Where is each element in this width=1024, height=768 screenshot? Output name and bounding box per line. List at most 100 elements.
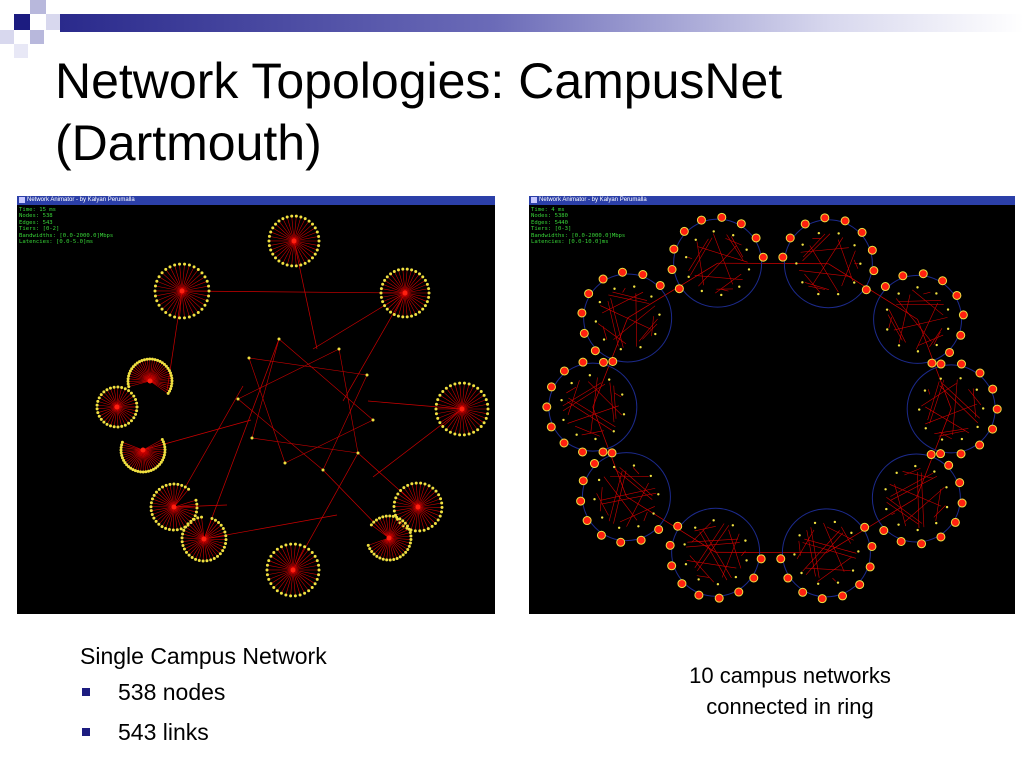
campus-link [599,487,603,512]
host-node [209,558,213,562]
bullet-nodes: 538 nodes [80,672,327,712]
campus-cluster [776,508,877,604]
host-node [372,520,376,524]
host-node [395,556,399,560]
core-link [278,338,374,421]
host-node [798,534,801,537]
campus-link [568,397,616,428]
cluster-link [285,569,294,596]
host-node [96,399,100,403]
cluster-link [404,292,412,317]
cluster-link [128,380,151,387]
core-link [237,348,340,400]
host-node [269,554,273,558]
host-node [150,513,154,517]
router-node [677,579,687,589]
campus-link [799,270,852,277]
campus-link [596,493,609,516]
host-node [123,461,127,465]
core-router-node [250,436,254,440]
host-node [313,554,317,558]
window-titlebar[interactable]: Network Animator - by Kalyan Perumalla [17,196,495,205]
core-link [251,437,359,454]
router-node [576,496,586,506]
core-router-node [337,347,341,351]
host-node [108,386,112,390]
campus-link [812,237,844,285]
cluster-link [128,378,151,382]
stat-edges: Edges: 5440 [531,219,569,226]
campus-link [920,472,925,528]
host-node [405,267,409,271]
host-node [408,541,412,545]
router-node [578,447,588,457]
host-node [413,529,417,533]
host-node [414,312,418,316]
cluster-link [292,544,301,571]
cluster-link [459,408,463,435]
cluster-link [404,292,420,313]
host-node [294,264,298,268]
window-titlebar[interactable]: Network Animator - by Kalyan Perumalla [529,196,1015,205]
host-node [747,268,751,271]
cluster-link [165,290,183,313]
host-node [712,519,715,522]
cluster-link [293,218,306,242]
router-node [665,540,675,550]
host-node [120,453,124,457]
host-node [269,230,273,234]
campus-link [642,323,658,340]
host-node [935,343,938,347]
cluster-link [142,439,163,451]
core-router-node [247,356,251,360]
host-node [298,593,302,597]
cluster-link [381,288,406,294]
host-node [216,554,220,558]
cluster-link [169,506,175,530]
campus-link [608,470,623,522]
campus-link [915,302,939,350]
cluster-link [181,272,203,292]
host-node [467,432,471,436]
cluster-link [292,549,309,571]
host-node [168,482,172,486]
caption-line: 10 campus networks [689,663,891,688]
cluster-link [129,373,151,382]
host-node [313,226,317,230]
host-node [379,287,383,291]
router-node [861,285,871,295]
host-node [303,545,307,549]
host-node [401,524,405,528]
host-node [886,328,889,331]
cluster-link [292,544,296,571]
host-node [155,279,159,283]
cluster-link [390,292,406,313]
host-node [164,483,168,487]
host-node [423,482,427,486]
cluster-link [173,506,189,526]
campus-link [802,530,840,572]
cluster-link [439,408,463,423]
campus-cluster [119,437,167,474]
host-node [281,217,285,221]
host-node [402,486,406,490]
campus-link [917,472,920,528]
router-node [582,516,592,526]
backbone-link [292,452,359,571]
router-node [579,328,589,338]
campus-cluster [392,481,444,533]
router-node [696,215,706,225]
host-node [224,542,228,546]
host-node [222,545,226,549]
cluster-link [292,564,319,571]
cluster-link [101,394,118,408]
router-node [917,539,927,549]
cluster-link [281,546,294,571]
router-node [147,378,153,384]
host-node [408,531,412,535]
cluster-link [203,538,221,554]
cluster-link [278,220,295,242]
router-node [785,233,795,243]
host-node [315,248,319,252]
host-node [406,548,410,552]
